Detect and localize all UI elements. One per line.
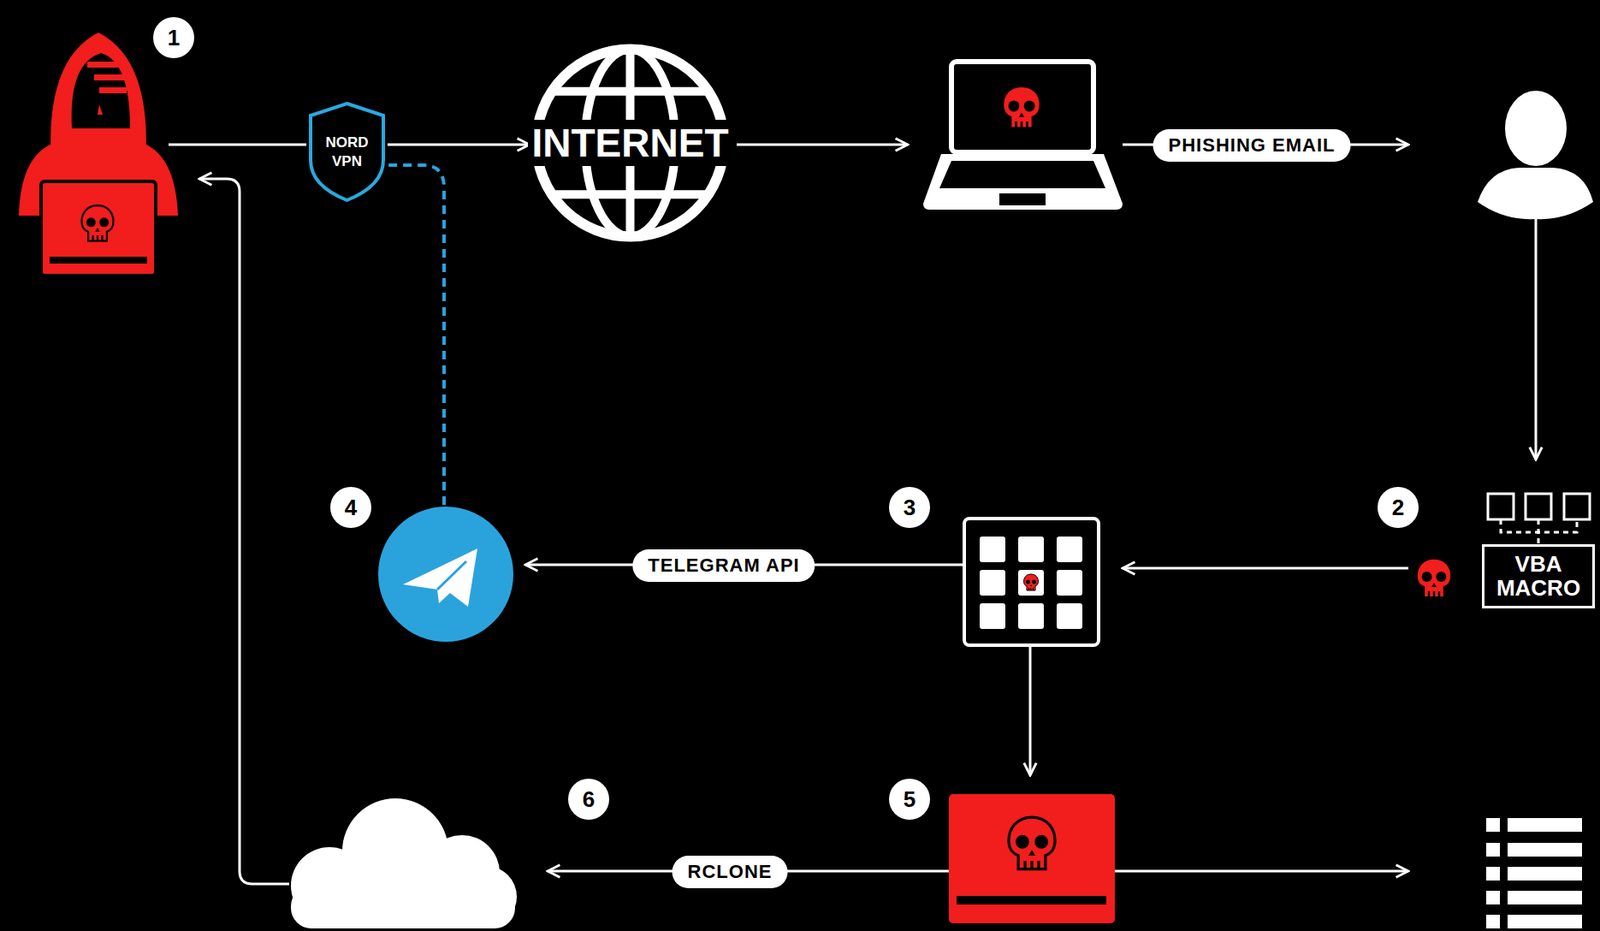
laptop-icon	[923, 61, 1123, 210]
callout-number: 3	[888, 486, 931, 528]
callout-number: 4	[330, 486, 372, 528]
vpn-dashed-link	[386, 165, 445, 505]
person-icon	[1477, 90, 1594, 220]
callout-number: 5	[888, 778, 931, 820]
vpn-shield: NORD VPN	[306, 100, 388, 204]
infected-host	[948, 794, 1115, 924]
node-text: INTERNET	[527, 119, 734, 167]
telegram-icon	[378, 506, 514, 642]
callout-number: 2	[1377, 486, 1419, 528]
cloud-icon	[290, 798, 517, 929]
document-icons	[1487, 493, 1590, 545]
malware-skull	[1416, 558, 1452, 599]
internet-globe-outline	[530, 41, 730, 245]
data-list-icon	[1486, 817, 1583, 929]
flow-lines	[168, 144, 1536, 884]
hacker-icon	[18, 32, 178, 276]
flow-label: TELEGRAM API	[632, 549, 815, 582]
callout-number: 1	[153, 17, 195, 59]
connector-arrow	[387, 143, 530, 147]
node-text: VBA MACRO	[1490, 552, 1587, 600]
callout-number: 6	[568, 778, 610, 820]
app-grid	[964, 518, 1099, 646]
vpn-shield-outline	[306, 100, 388, 204]
flow-label: RCLONE	[672, 855, 789, 889]
flow-label: PHISHING EMAIL	[1153, 129, 1352, 162]
node-text: NORD VPN	[320, 133, 375, 171]
macro-box: VBA MACRO	[1481, 544, 1595, 609]
internet-globe: INTERNET	[530, 41, 730, 245]
